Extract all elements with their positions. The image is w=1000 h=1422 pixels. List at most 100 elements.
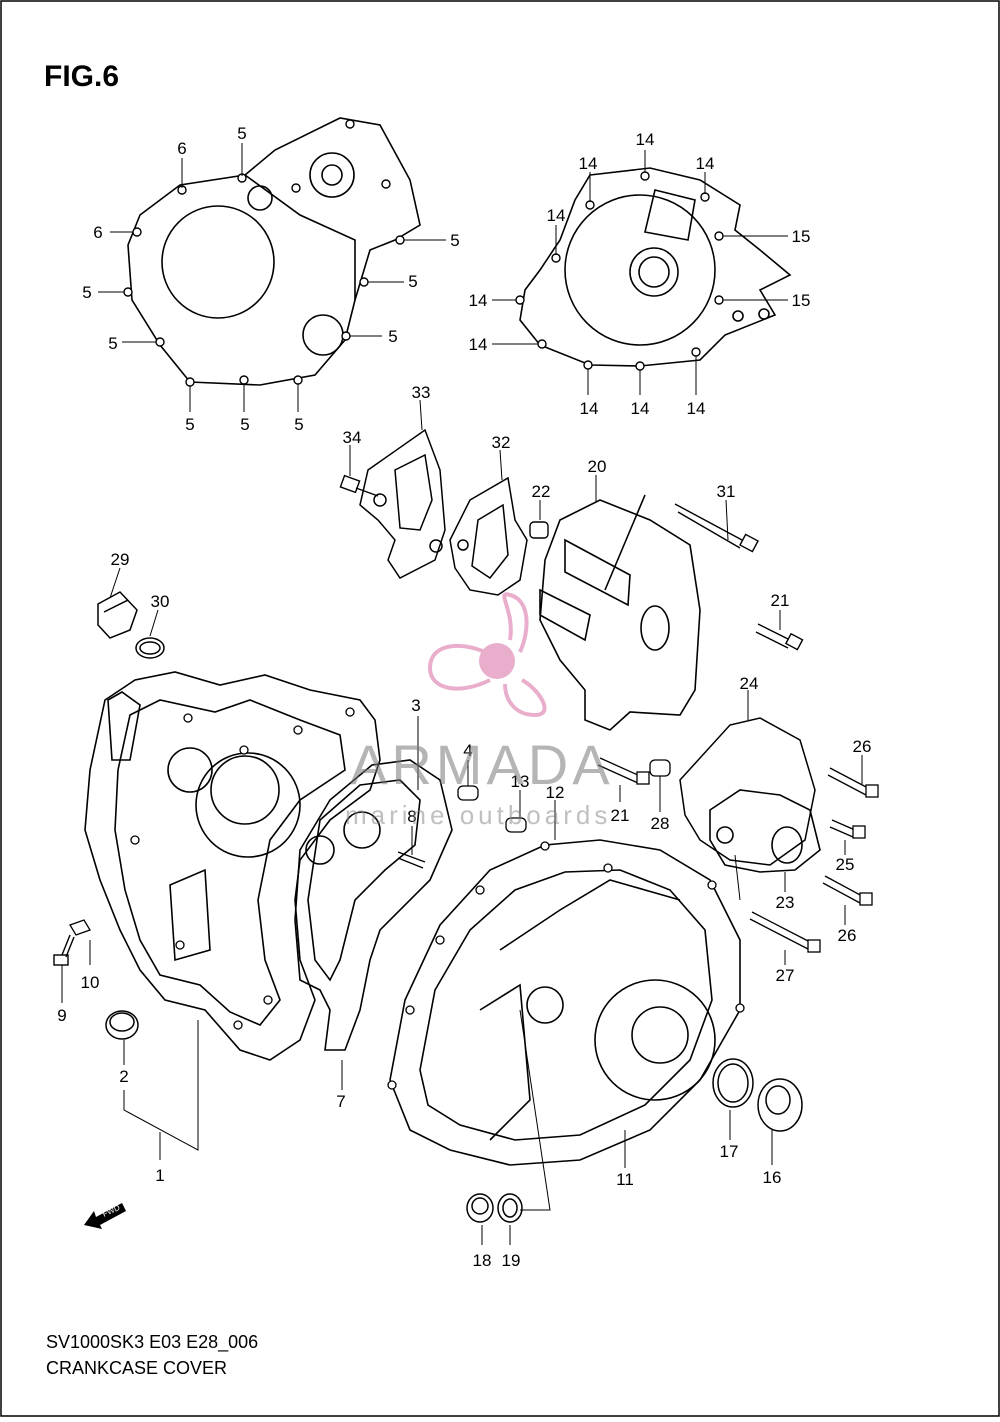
callout-32: 32 (492, 433, 511, 452)
callout-33: 33 (412, 383, 431, 402)
callout-27: 27 (776, 966, 795, 985)
callout-14: 14 (687, 399, 706, 418)
callout-5: 5 (185, 415, 194, 434)
figure-title: FIG.6 (44, 60, 120, 93)
plug-2 (105, 1010, 139, 1040)
callout-6: 6 (177, 139, 186, 158)
callout-5: 5 (294, 415, 303, 434)
callout-3: 3 (411, 696, 420, 715)
callout-24: 24 (740, 674, 759, 693)
callout-28: 28 (651, 814, 670, 833)
callout-30: 30 (151, 592, 170, 611)
callout-29: 29 (111, 550, 130, 569)
gasket-24 (679, 717, 816, 866)
callout-20: 20 (588, 457, 607, 476)
callout-leaders (61, 399, 863, 1245)
cover-20 (539, 494, 701, 731)
bolt-8 (397, 851, 426, 869)
callout-21: 21 (771, 591, 790, 610)
callout-5: 5 (240, 415, 249, 434)
callout-15: 15 (792, 291, 811, 310)
callout-2: 2 (119, 1067, 128, 1086)
callout-14: 14 (469, 291, 488, 310)
callout-12: 12 (546, 783, 565, 802)
callout-6: 6 (93, 223, 102, 242)
callout-18: 18 (473, 1251, 492, 1270)
cover-plate-32 (449, 476, 528, 596)
washer-19 (497, 1193, 523, 1223)
oil-filler-cap-29 (97, 591, 138, 639)
callout-25: 25 (836, 855, 855, 874)
callout-14: 14 (580, 399, 599, 418)
callout-5: 5 (108, 334, 117, 353)
callout-14: 14 (469, 335, 488, 354)
callout-7: 7 (336, 1092, 345, 1111)
callout-5: 5 (408, 272, 417, 291)
callout-numbers: 6 5 6 5 5 5 5 5 5 5 5 14 14 14 14 15 14 … (57, 124, 871, 1270)
callout-14: 14 (636, 130, 655, 149)
callout-13: 13 (511, 772, 530, 791)
callout-9: 9 (57, 1006, 66, 1025)
generator-cover-gasket (519, 167, 792, 367)
callout-14: 14 (631, 399, 650, 418)
fwd-arrow-icon: FWD (84, 1203, 126, 1229)
bolt-25 (829, 819, 866, 839)
callout-22: 22 (532, 482, 551, 501)
callout-11: 11 (616, 1170, 634, 1189)
bolt-34 (339, 474, 379, 497)
bolt-21-lower (597, 757, 650, 785)
crankcase-1 (84, 671, 381, 1061)
callout-26: 26 (853, 737, 872, 756)
o-ring-30 (135, 637, 165, 659)
callout-14: 14 (696, 154, 715, 173)
callout-5: 5 (237, 124, 246, 143)
bolt-31 (674, 503, 759, 553)
footer-model-code: SV1000SK3 E03 E28_006 (46, 1332, 259, 1352)
clutch-cover-gasket (127, 117, 421, 386)
callout-23: 23 (776, 893, 795, 912)
plug-16 (757, 1078, 803, 1132)
callout-26: 26 (838, 926, 857, 945)
washer-10 (69, 919, 91, 936)
callout-34: 34 (343, 428, 362, 447)
bolt-26-lower (822, 875, 873, 906)
dowel-28 (649, 759, 671, 777)
callout-10: 10 (81, 973, 100, 992)
callout-17: 17 (720, 1142, 739, 1161)
bolt-27 (749, 911, 821, 953)
callout-8: 8 (407, 807, 416, 826)
callout-19: 19 (502, 1251, 521, 1270)
callout-14: 14 (547, 206, 566, 225)
plug-18 (466, 1193, 494, 1223)
callout-5: 5 (82, 283, 91, 302)
crankcase-bolt-holes (130, 707, 355, 1030)
footer-section-name: CRANKCASE COVER (46, 1358, 228, 1378)
crankcase-cover-11 (389, 839, 741, 1166)
callout-15: 15 (792, 227, 811, 246)
callout-1: 1 (155, 1166, 164, 1185)
watermark-tagline: marine outboards (345, 800, 612, 830)
dowel-22 (529, 521, 549, 539)
gasket-7 (294, 759, 453, 1051)
callout-16: 16 (763, 1168, 782, 1187)
pump-cover-23 (709, 789, 821, 873)
generator-gasket-leaders (492, 150, 788, 395)
dowel-13 (505, 817, 527, 833)
bolt-21-upper (755, 623, 804, 651)
callout-5: 5 (450, 231, 459, 250)
callout-14: 14 (579, 154, 598, 173)
cover-11-bolt-holes (387, 841, 745, 1090)
bolt-26-upper (827, 767, 879, 798)
watermark-propeller-logo (427, 592, 547, 718)
watermark-brand: ARMADA (350, 733, 614, 796)
bolt-9 (53, 934, 75, 966)
callout-5: 5 (388, 327, 397, 346)
o-ring-17 (712, 1058, 754, 1108)
generator-gasket-bolt-holes (515, 171, 724, 371)
clutch-gasket-leaders (98, 143, 446, 412)
callout-21: 21 (611, 806, 630, 825)
cover-plate-33 (359, 428, 446, 579)
callout-31: 31 (717, 482, 736, 501)
